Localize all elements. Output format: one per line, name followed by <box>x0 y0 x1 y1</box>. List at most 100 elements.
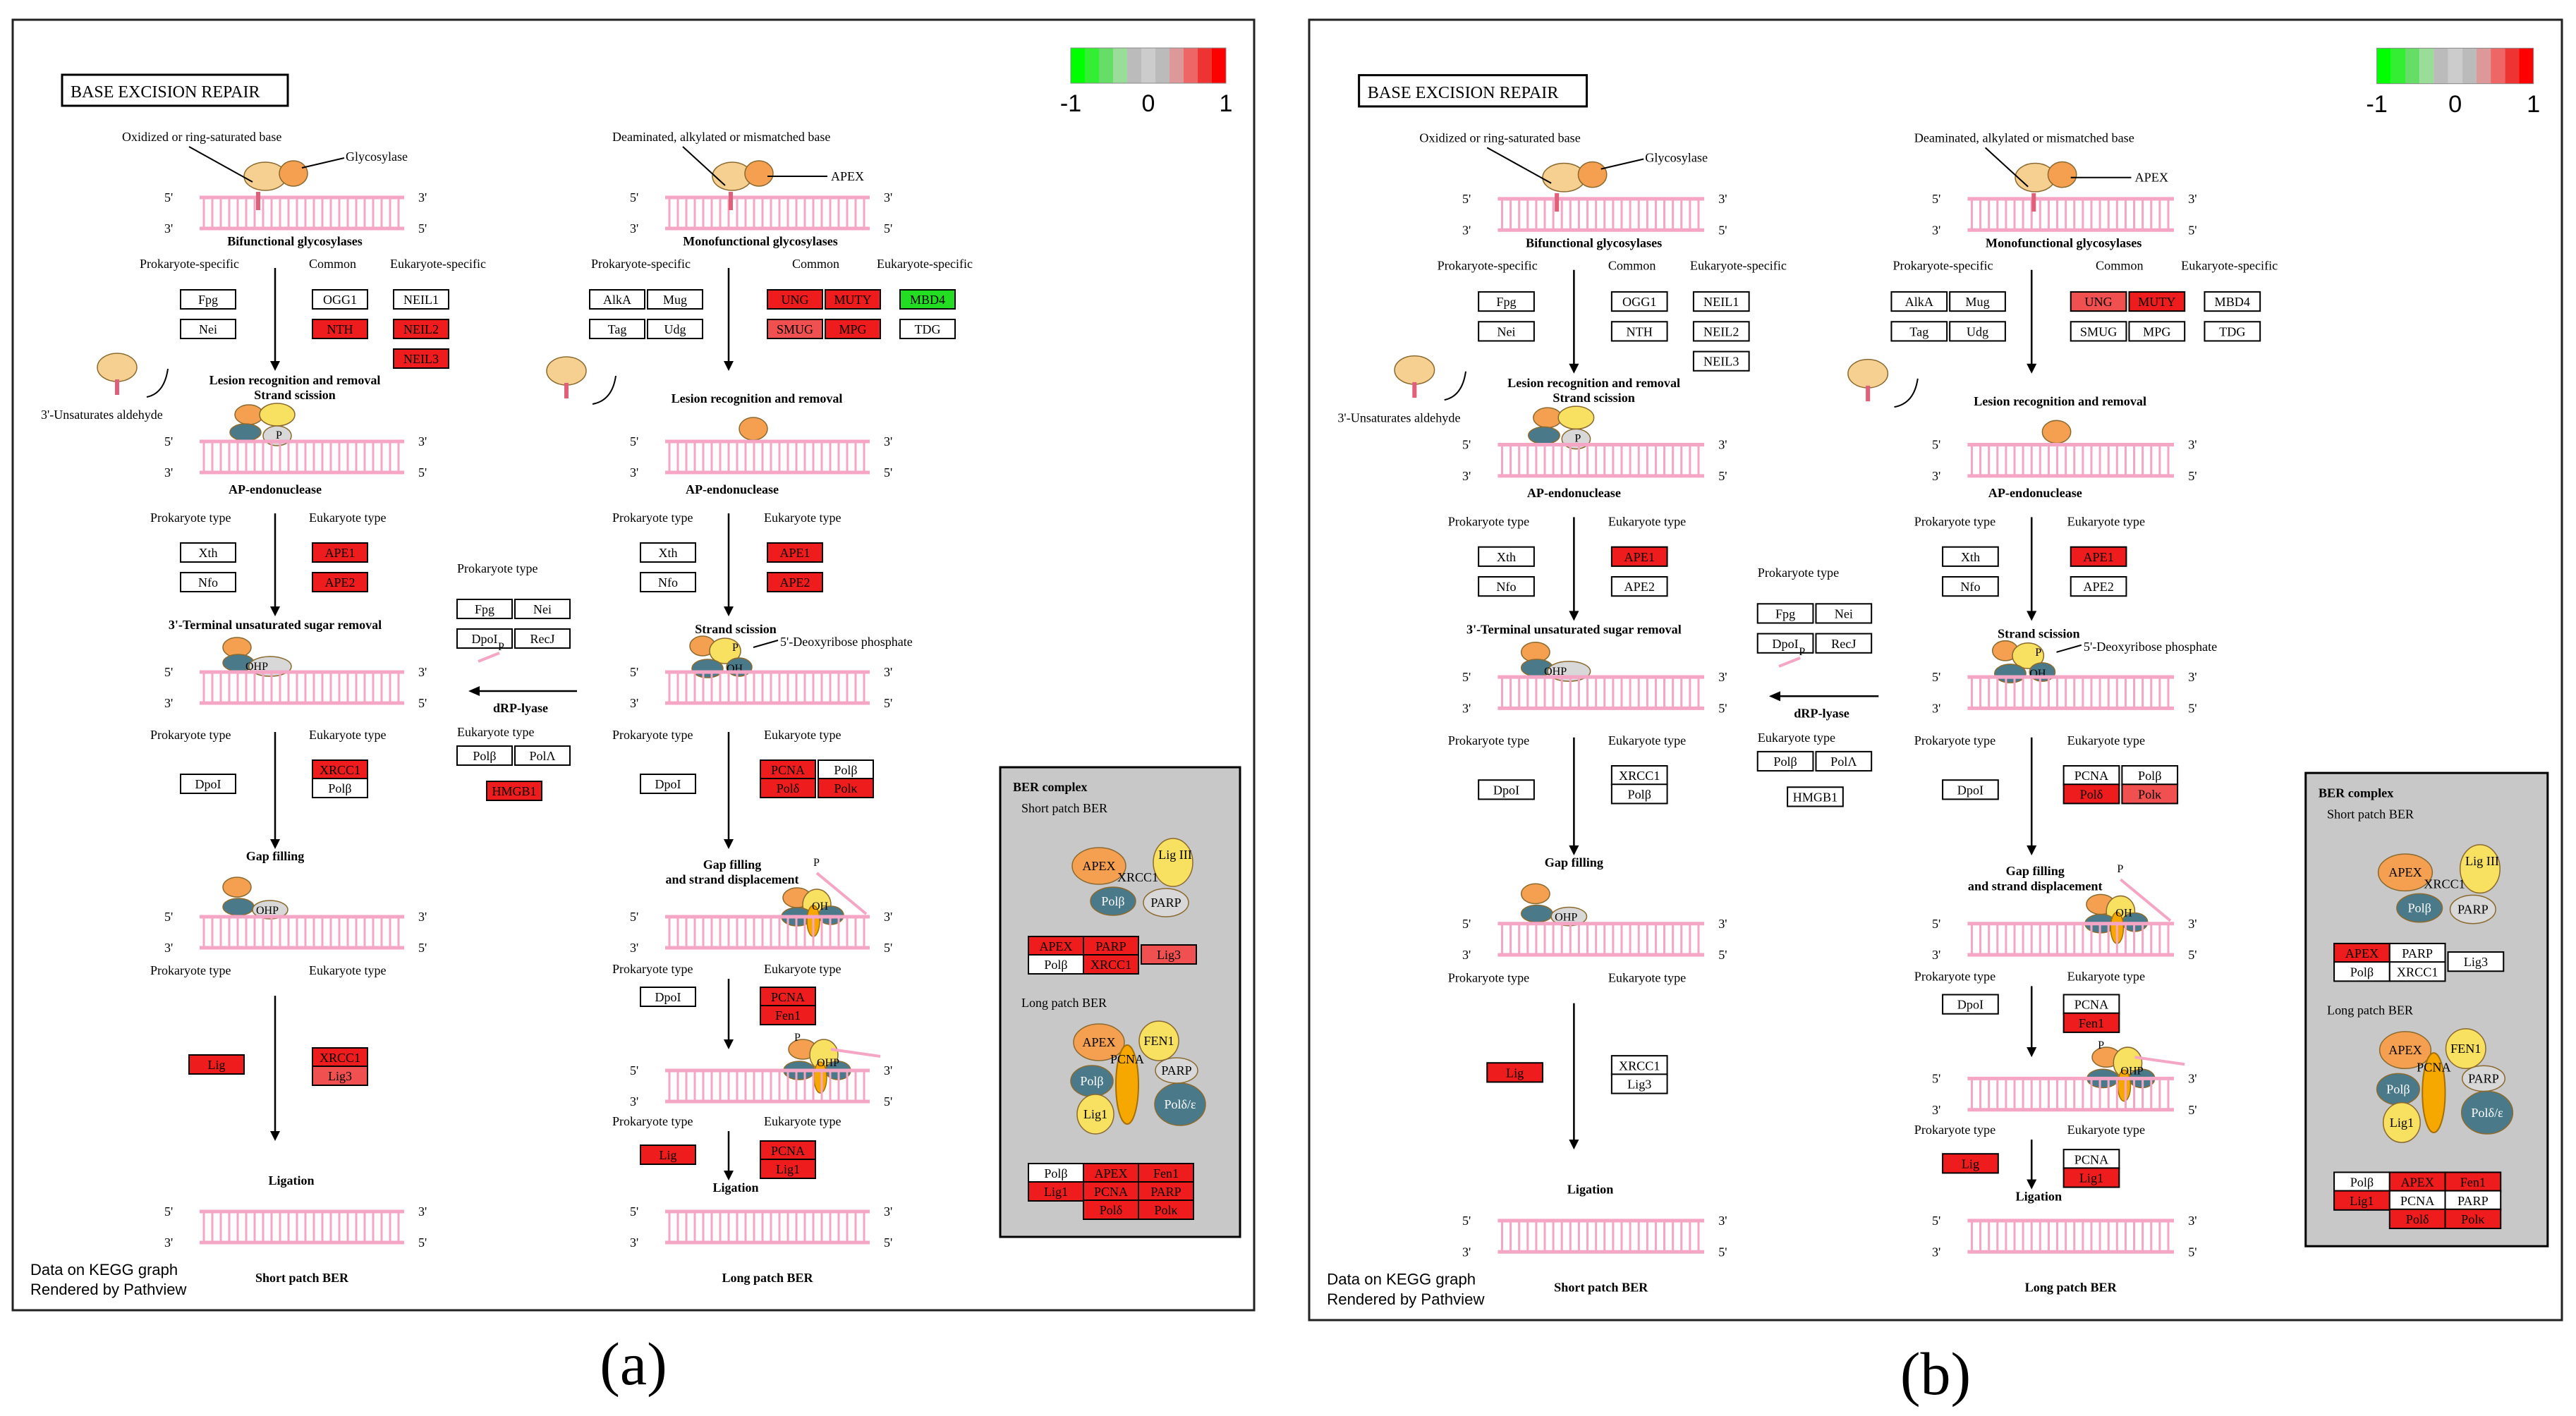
gene-polb3[interactable]: Polβ <box>2121 765 2179 786</box>
gene-box[interactable] <box>1890 321 1948 342</box>
gene-l_pold[interactable]: Polδ <box>2388 1208 2446 1230</box>
gene-box[interactable] <box>2333 1171 2390 1192</box>
gene-box[interactable] <box>2121 783 2179 805</box>
gene-box[interactable] <box>2444 1190 2502 1211</box>
gene-box[interactable] <box>760 1140 816 1161</box>
gene-dpol4[interactable]: DpoI <box>1942 994 1999 1015</box>
gene-box[interactable] <box>1692 350 1750 372</box>
gene-l_parp[interactable]: PARP <box>2444 1190 2502 1211</box>
gene-pcna1[interactable]: PCNA <box>2062 765 2120 786</box>
gene-box[interactable] <box>180 319 236 339</box>
gene-box[interactable] <box>1028 936 1084 956</box>
gene-c_xrcc1[interactable]: XRCC1 <box>2388 961 2446 982</box>
gene-nfo2[interactable]: Nfo <box>1942 575 1999 597</box>
gene-muty[interactable]: MUTY <box>2128 291 2186 312</box>
gene-neil1[interactable]: NEIL1 <box>393 289 449 310</box>
gene-box[interactable] <box>180 542 236 563</box>
gene-xrcc1b[interactable]: XRCC1 <box>1610 1055 1668 1076</box>
gene-neil3[interactable]: NEIL3 <box>393 348 449 369</box>
gene-box[interactable] <box>393 348 449 369</box>
gene-recj[interactable]: RecJ <box>514 628 571 649</box>
gene-ape2a[interactable]: APE2 <box>312 572 368 592</box>
gene-ung[interactable]: UNG <box>767 289 823 310</box>
gene-lig_r[interactable]: Lig <box>640 1145 696 1165</box>
gene-box[interactable] <box>1610 765 1668 786</box>
gene-box[interactable] <box>393 289 449 310</box>
gene-box[interactable] <box>1787 786 1844 807</box>
gene-box[interactable] <box>1942 779 1999 800</box>
gene-box[interactable] <box>1756 750 1814 772</box>
gene-box[interactable] <box>2128 321 2186 342</box>
gene-c_lig3[interactable]: Lig3 <box>1141 944 1197 965</box>
gene-box[interactable] <box>2070 575 2127 597</box>
gene-box[interactable] <box>312 778 368 798</box>
gene-fen1a[interactable]: Fen1 <box>2062 1012 2120 1033</box>
gene-box[interactable] <box>1692 291 1750 312</box>
gene-l_polk[interactable]: Polκ <box>1138 1200 1194 1220</box>
gene-neil1[interactable]: NEIL1 <box>1692 291 1750 312</box>
gene-box[interactable] <box>767 542 823 563</box>
gene-box[interactable] <box>640 774 696 794</box>
gene-box[interactable] <box>1942 1153 1999 1174</box>
gene-box[interactable] <box>312 759 368 780</box>
gene-ogg1[interactable]: OGG1 <box>1610 291 1668 312</box>
gene-c_polb[interactable]: Polβ <box>1028 954 1084 975</box>
gene-pcna2[interactable]: PCNA <box>2062 994 2120 1015</box>
gene-ape2a[interactable]: APE2 <box>1610 575 1668 597</box>
gene-polb1[interactable]: Polβ <box>456 745 513 766</box>
gene-ogg1[interactable]: OGG1 <box>312 289 368 310</box>
gene-alka[interactable]: AlkA <box>1890 291 1948 312</box>
gene-box[interactable] <box>180 289 236 310</box>
gene-c_apex[interactable]: APEX <box>2333 942 2390 964</box>
gene-box[interactable] <box>2444 1208 2502 1230</box>
gene-pold1[interactable]: Polδ <box>2062 783 2120 805</box>
gene-box[interactable] <box>2062 1012 2120 1033</box>
gene-l_pcna[interactable]: PCNA <box>1083 1181 1139 1202</box>
gene-lig3a[interactable]: Lig3 <box>312 1066 368 1086</box>
gene-c_parp[interactable]: PARP <box>1083 936 1139 956</box>
gene-pcna3[interactable]: PCNA <box>760 1140 816 1161</box>
gene-box[interactable] <box>760 759 816 780</box>
gene-udg[interactable]: Udg <box>1949 321 2006 342</box>
gene-box[interactable] <box>514 745 571 766</box>
gene-box[interactable] <box>1141 944 1197 965</box>
gene-box[interactable] <box>514 628 571 649</box>
gene-box[interactable] <box>589 289 645 310</box>
gene-box[interactable] <box>2204 291 2261 312</box>
gene-polk1[interactable]: Polκ <box>818 778 874 798</box>
gene-box[interactable] <box>1610 291 1668 312</box>
gene-neil3[interactable]: NEIL3 <box>1692 350 1750 372</box>
gene-box[interactable] <box>312 319 368 339</box>
gene-box[interactable] <box>1890 291 1948 312</box>
gene-tdg[interactable]: TDG <box>899 319 956 339</box>
gene-box[interactable] <box>760 778 816 798</box>
gene-box[interactable] <box>899 319 956 339</box>
gene-box[interactable] <box>767 319 823 339</box>
gene-c_apex[interactable]: APEX <box>1028 936 1084 956</box>
gene-box[interactable] <box>312 572 368 592</box>
gene-dpol2[interactable]: DpoI <box>180 774 236 794</box>
gene-box[interactable] <box>1138 1181 1194 1202</box>
gene-box[interactable] <box>2128 291 2186 312</box>
gene-box[interactable] <box>2204 321 2261 342</box>
gene-box[interactable] <box>1949 321 2006 342</box>
gene-box[interactable] <box>393 319 449 339</box>
gene-box[interactable] <box>180 774 236 794</box>
gene-box[interactable] <box>767 289 823 310</box>
gene-dpol4[interactable]: DpoI <box>640 987 696 1007</box>
gene-smug[interactable]: SMUG <box>2070 321 2127 342</box>
gene-mug[interactable]: Mug <box>1949 291 2006 312</box>
gene-box[interactable] <box>456 745 513 766</box>
gene-l_apex[interactable]: APEX <box>2388 1171 2446 1192</box>
gene-box[interactable] <box>1756 633 1814 654</box>
gene-box[interactable] <box>1610 321 1668 342</box>
gene-box[interactable] <box>825 289 881 310</box>
gene-ung[interactable]: UNG <box>2070 291 2127 312</box>
gene-box[interactable] <box>1478 321 1535 342</box>
gene-xth1[interactable]: Xth <box>180 542 236 563</box>
gene-mpg[interactable]: MPG <box>825 319 881 339</box>
gene-box[interactable] <box>514 599 571 619</box>
gene-box[interactable] <box>1478 779 1535 800</box>
gene-box[interactable] <box>2070 546 2127 567</box>
gene-box[interactable] <box>2388 942 2446 964</box>
